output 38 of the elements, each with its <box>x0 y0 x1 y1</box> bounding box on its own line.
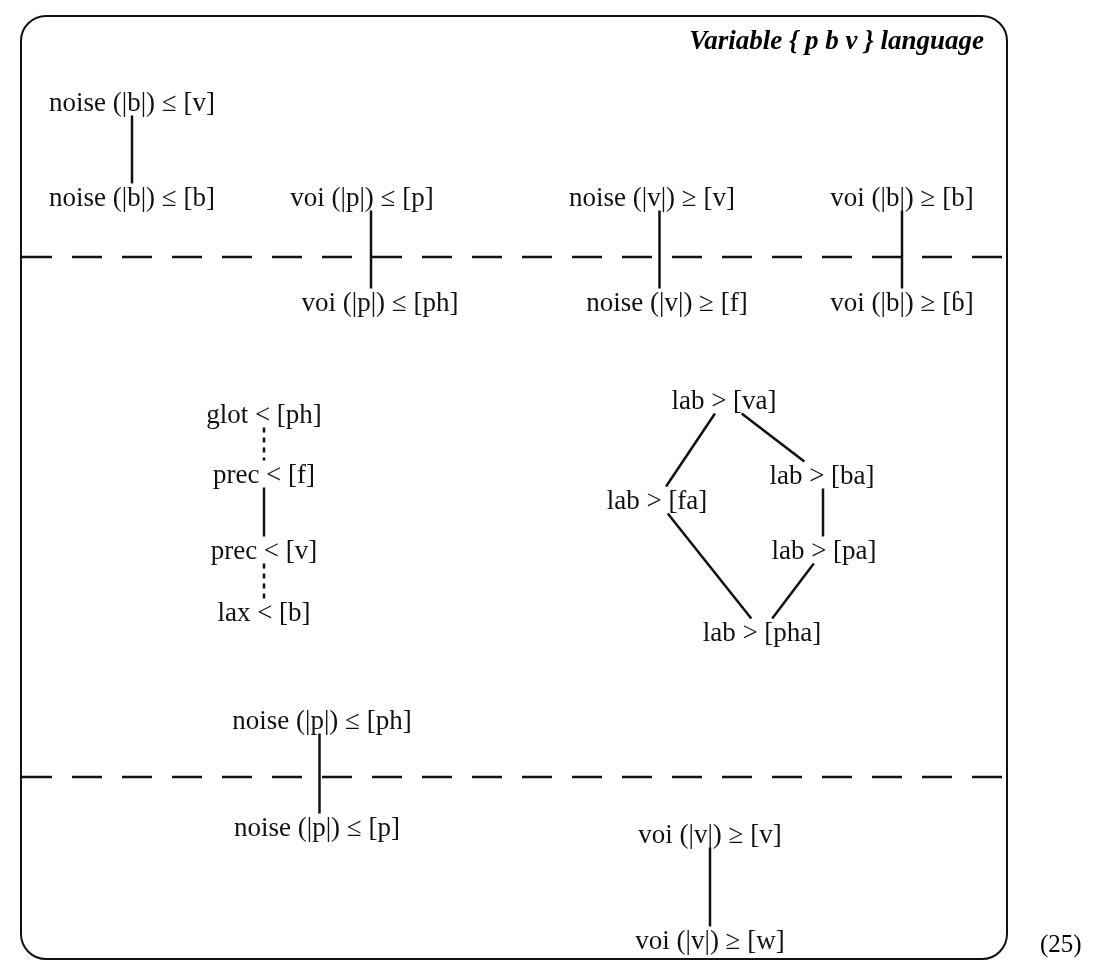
connector-line <box>369 210 373 289</box>
constraint-label: lab > [pa] <box>771 534 877 566</box>
connector-line <box>665 412 716 488</box>
dotted-connector <box>262 563 266 599</box>
example-number: (25) <box>1040 930 1082 958</box>
constraint-label: noise (|b|) ≤ [b] <box>49 181 215 213</box>
constraint-label: lab > [fa] <box>606 484 708 516</box>
constraint-label: lax < [b] <box>217 596 311 628</box>
constraint-label: noise (|p|) ≤ [ph] <box>232 704 412 736</box>
constraint-label: voi (|p|) ≤ [p] <box>290 181 434 213</box>
constraint-label: voi (|b|) ≥ [b] <box>830 181 974 213</box>
constraint-label: lab > [va] <box>671 384 777 416</box>
frame-title: Variable { p b v } language <box>689 25 984 56</box>
connector-line <box>821 488 825 537</box>
constraint-label: voi (|p|) ≤ [ph] <box>301 286 459 318</box>
constraint-label: voi (|v|) ≥ [v] <box>638 818 782 850</box>
connector-line <box>130 115 134 184</box>
constraint-label: voi (|v|) ≥ [w] <box>635 924 785 956</box>
connector-line <box>658 210 661 289</box>
constraint-label: lab > [pha] <box>702 616 822 648</box>
constraint-label: voi (|b|) ≥ [ɓ] <box>830 286 974 318</box>
connector-line <box>900 210 904 289</box>
constraint-label: prec < [v] <box>210 534 318 566</box>
connector-line <box>771 562 815 620</box>
connector-line <box>318 733 321 814</box>
constraint-label: noise (|p|) ≤ [p] <box>234 811 400 843</box>
constraint-label: prec < [f] <box>212 458 316 490</box>
rounded-frame <box>20 15 1008 960</box>
constraint-label: noise (|b|) ≤ [v] <box>49 86 215 118</box>
connector-line <box>740 412 806 463</box>
connector-line <box>708 847 712 927</box>
constraint-label: noise (|v|) ≥ [v] <box>569 181 735 213</box>
constraint-label: lab > [ba] <box>769 459 875 491</box>
constraint-label: noise (|v|) ≥ [f] <box>586 286 748 318</box>
connector-line <box>262 487 266 537</box>
constraint-label: glot < [ph] <box>206 398 322 430</box>
dotted-connector <box>262 427 266 461</box>
connector-line <box>666 512 753 620</box>
